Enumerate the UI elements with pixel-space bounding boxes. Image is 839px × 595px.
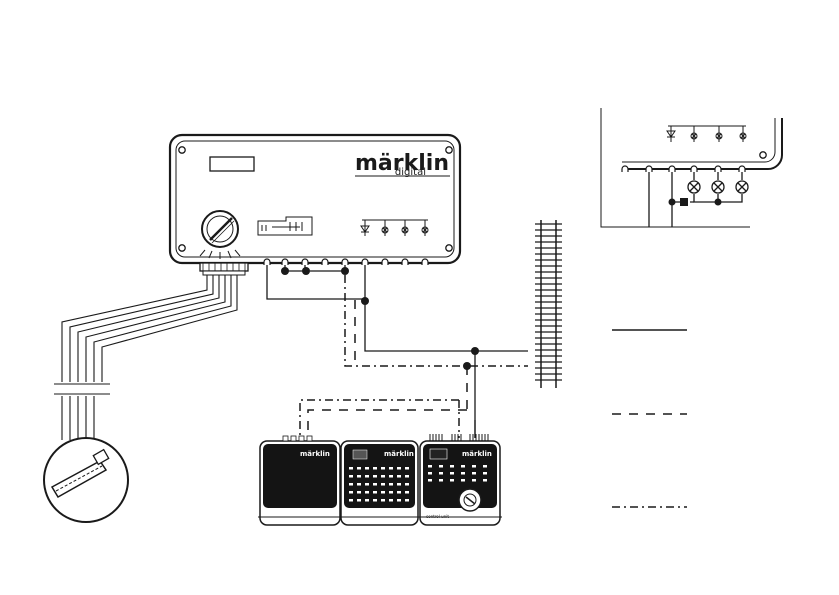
memory-key[interactable] bbox=[389, 499, 393, 502]
display-window bbox=[210, 157, 254, 171]
memory-logo: märklin bbox=[384, 450, 414, 458]
power-plug-icon bbox=[44, 438, 128, 522]
memory-key[interactable] bbox=[365, 475, 369, 478]
track-icon bbox=[535, 220, 562, 388]
control-key[interactable] bbox=[472, 472, 476, 475]
memory-key[interactable] bbox=[381, 483, 385, 486]
memory-key[interactable] bbox=[389, 491, 393, 494]
line-legend bbox=[612, 330, 687, 507]
controllers: märklin märklin märklin bbox=[258, 434, 502, 525]
memory-key[interactable] bbox=[397, 475, 401, 478]
control-key[interactable] bbox=[461, 472, 465, 475]
memory-key[interactable] bbox=[349, 467, 353, 470]
control-key[interactable] bbox=[483, 472, 487, 475]
memory-key[interactable] bbox=[389, 467, 393, 470]
control-logo: märklin bbox=[462, 450, 492, 458]
memory-key[interactable] bbox=[405, 483, 409, 486]
memory-key[interactable] bbox=[373, 483, 377, 486]
memory-key[interactable] bbox=[373, 499, 377, 502]
control-key[interactable] bbox=[439, 472, 443, 475]
memory-key[interactable] bbox=[381, 491, 385, 494]
control-display bbox=[430, 449, 447, 459]
memory-key[interactable] bbox=[373, 467, 377, 470]
memory-key[interactable] bbox=[381, 499, 385, 502]
junction-dots bbox=[281, 267, 479, 370]
control-key[interactable] bbox=[450, 472, 454, 475]
control-knob-icon[interactable] bbox=[459, 489, 481, 511]
memory-key[interactable] bbox=[357, 499, 361, 502]
memory-key[interactable] bbox=[349, 483, 353, 486]
control-key[interactable] bbox=[428, 479, 432, 482]
control-key[interactable] bbox=[428, 465, 432, 468]
memory-key[interactable] bbox=[357, 491, 361, 494]
memory-key[interactable] bbox=[349, 499, 353, 502]
memory-key[interactable] bbox=[397, 483, 401, 486]
control-key[interactable] bbox=[439, 465, 443, 468]
screw-icon bbox=[760, 152, 766, 158]
control-key[interactable] bbox=[450, 465, 454, 468]
switch-icon bbox=[680, 198, 688, 206]
memory-key[interactable] bbox=[405, 499, 409, 502]
control-key[interactable] bbox=[472, 479, 476, 482]
memory-unit[interactable]: märklin bbox=[341, 441, 418, 525]
memory-display bbox=[353, 450, 367, 459]
control-key[interactable] bbox=[472, 465, 476, 468]
box-wiring bbox=[267, 265, 528, 351]
memory-key[interactable] bbox=[373, 475, 377, 478]
memory-key[interactable] bbox=[365, 467, 369, 470]
control-key[interactable] bbox=[461, 479, 465, 482]
control-key[interactable] bbox=[483, 465, 487, 468]
memory-key[interactable] bbox=[389, 483, 393, 486]
control-key[interactable] bbox=[461, 465, 465, 468]
brand-sub: digital bbox=[395, 167, 426, 178]
memory-key[interactable] bbox=[381, 475, 385, 478]
memory-key[interactable] bbox=[365, 483, 369, 486]
memory-key[interactable] bbox=[365, 499, 369, 502]
memory-key[interactable] bbox=[405, 467, 409, 470]
memory-key[interactable] bbox=[397, 467, 401, 470]
inset-detail bbox=[601, 108, 782, 227]
control-key[interactable] bbox=[439, 479, 443, 482]
keyboard-logo: märklin bbox=[300, 450, 330, 458]
transformer-cable bbox=[54, 275, 237, 440]
keyboard-unit[interactable]: märklin bbox=[260, 436, 340, 525]
control-key[interactable] bbox=[428, 472, 432, 475]
memory-key[interactable] bbox=[349, 475, 353, 478]
memory-key[interactable] bbox=[381, 467, 385, 470]
control-box: märklin digital bbox=[170, 135, 460, 275]
memory-key[interactable] bbox=[397, 491, 401, 494]
control-unit[interactable]: märklin control unit bbox=[420, 434, 500, 525]
memory-key[interactable] bbox=[357, 467, 361, 470]
memory-key[interactable] bbox=[405, 491, 409, 494]
control-key[interactable] bbox=[450, 479, 454, 482]
memory-key[interactable] bbox=[397, 499, 401, 502]
memory-key[interactable] bbox=[405, 475, 409, 478]
memory-key[interactable] bbox=[373, 491, 377, 494]
memory-key[interactable] bbox=[365, 491, 369, 494]
memory-key[interactable] bbox=[389, 475, 393, 478]
memory-key[interactable] bbox=[357, 475, 361, 478]
memory-key[interactable] bbox=[357, 483, 361, 486]
memory-key[interactable] bbox=[349, 491, 353, 494]
control-key[interactable] bbox=[483, 479, 487, 482]
